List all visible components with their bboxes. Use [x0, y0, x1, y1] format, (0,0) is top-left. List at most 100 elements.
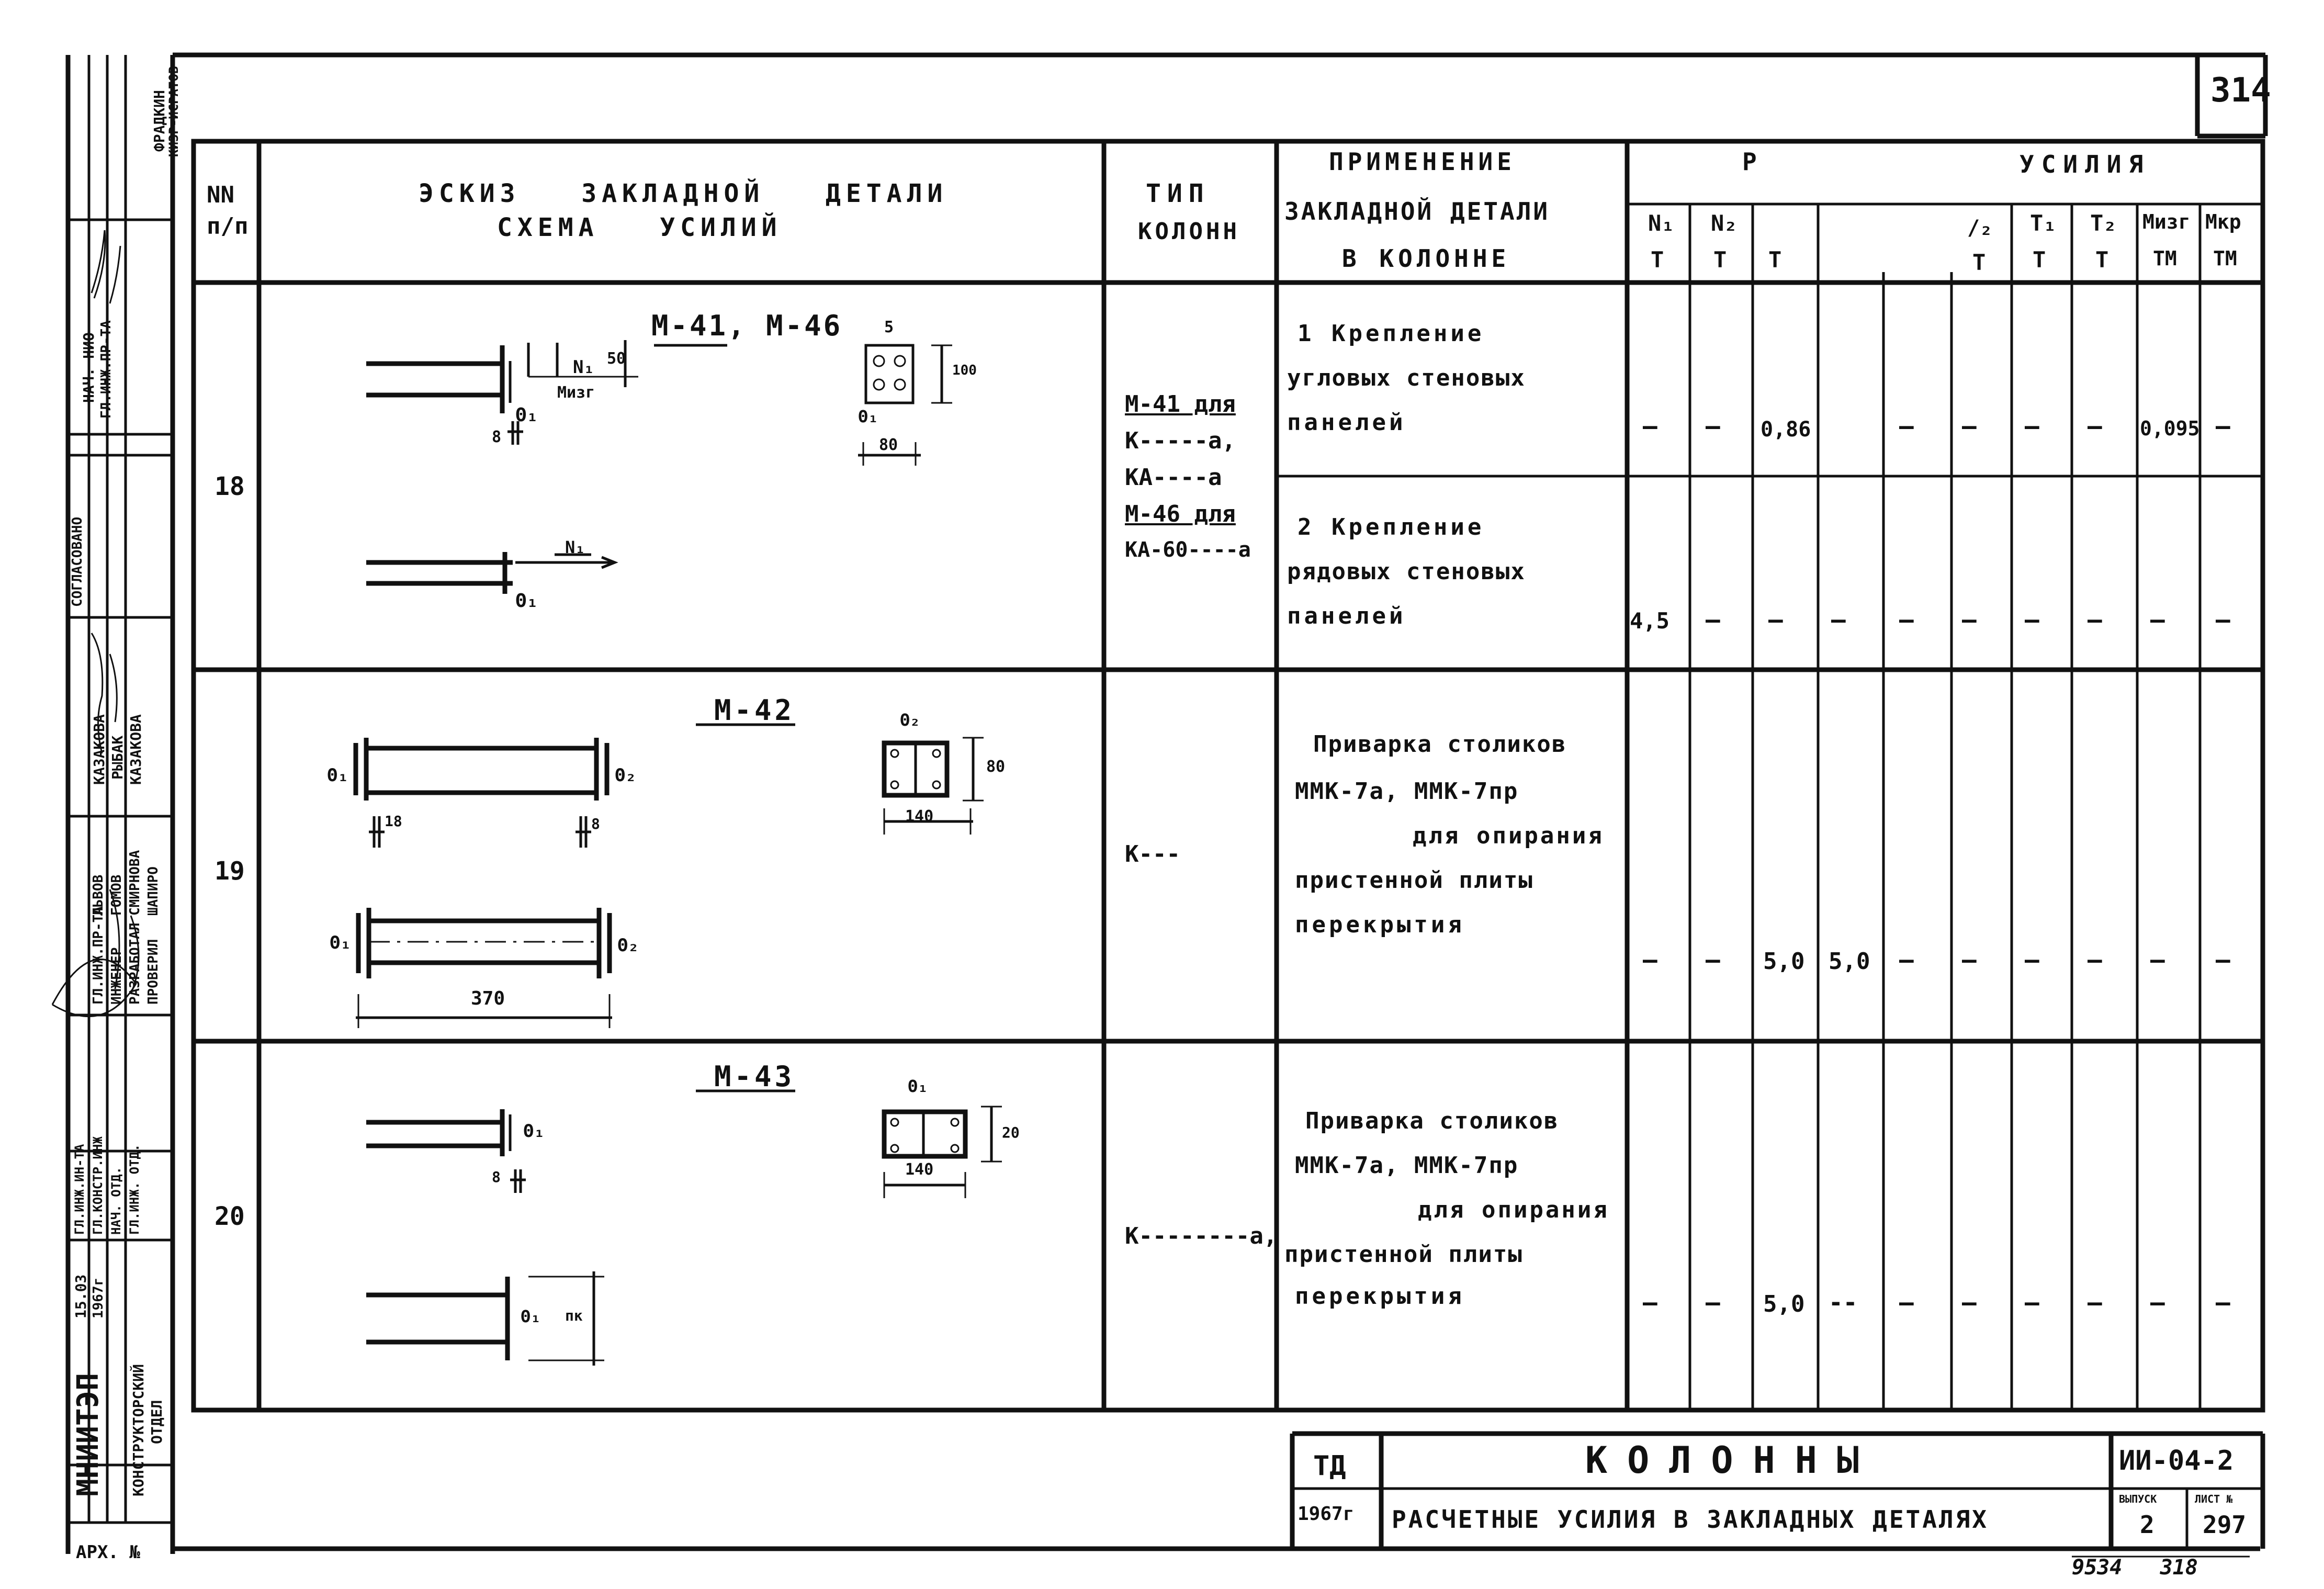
- header-sketch-1: ЭСКИЗ ЗАКЛАДНОЙ ДЕТАЛИ: [419, 179, 948, 208]
- signature-marks: [51, 230, 140, 1017]
- title-block-grid: [1290, 1431, 2265, 1549]
- sidebar-year: 1967г: [91, 1277, 106, 1318]
- r18-dim-100: 100: [952, 363, 977, 378]
- row19-app-5: перекрытия: [1295, 911, 1465, 938]
- col-n2-unit: Т: [1713, 247, 1727, 273]
- r19-theta2-c: Θ₂: [617, 935, 639, 956]
- r19-dim-370: 370: [471, 988, 505, 1009]
- r18-dim-50: 50: [607, 350, 626, 368]
- col-mkr-name: Мкр: [2205, 210, 2241, 233]
- sidebar-head-name-2: КИЗР-ИСРАТОВ: [166, 66, 181, 157]
- table-grid: [191, 139, 2265, 1413]
- row20-app-1: Приварка столиков: [1305, 1108, 1559, 1134]
- sidebar-agreed-name-1: КАЗАКОВА: [91, 714, 108, 785]
- title-subtitle: РАСЧЕТНЫЕ УСИЛИЯ В ЗАКЛАДНЫХ ДЕТАЛЯХ: [1392, 1505, 1989, 1534]
- sidebar-sign-name-1: ЛЬВОВ: [91, 874, 106, 916]
- row18a-val-5: —: [1899, 412, 1914, 440]
- r20-dim-140: 140: [905, 1160, 934, 1179]
- row18b-val-10: —: [2216, 605, 2230, 634]
- row19-num: 19: [215, 857, 245, 886]
- row20-val-5: —: [1899, 1288, 1914, 1316]
- row18a-val-11: —: [2216, 412, 2230, 440]
- row20-val-10: —: [2216, 1288, 2230, 1316]
- row19-val-9: —: [2150, 945, 2165, 974]
- sidebar-sign-role-2: ИНЖЕНЕР: [109, 947, 125, 1005]
- row18-type-3: КА----а: [1125, 464, 1222, 491]
- row18a-app-3: панелей: [1287, 409, 1406, 436]
- col-n1-name: N₁: [1648, 210, 1675, 236]
- sidebar-agreed-name-2: РЫБАК: [109, 735, 126, 780]
- title-year: 1967г: [1298, 1503, 1355, 1525]
- sketch-m42: [353, 723, 984, 1028]
- sidebar-left-role-4: ГЛ.ИНЖ. ОТД.: [127, 1144, 142, 1235]
- title-sheet: 297: [2203, 1511, 2247, 1539]
- row19-app-2: ММК-7а, ММК-7пр: [1295, 778, 1519, 805]
- row18b-app-3: панелей: [1287, 603, 1406, 629]
- col-mizg-unit: ТМ: [2153, 247, 2177, 270]
- row20-val-6: —: [1962, 1288, 1977, 1316]
- row19-val-2: —: [1706, 945, 1720, 974]
- sidebar-dept-2: ОТДЕЛ: [148, 1400, 165, 1444]
- r19-theta1-a: Θ₁: [327, 765, 348, 786]
- row19-val-8: —: [2088, 945, 2102, 974]
- col-t1-name: Т₁: [2030, 210, 2057, 236]
- row19-val-5: —: [1899, 945, 1914, 974]
- r18-dim-8: 8: [492, 428, 502, 446]
- r18-n1-b: N₁: [565, 537, 585, 557]
- row18b-val-4: —: [1831, 605, 1846, 634]
- row20-val-7: —: [2025, 1288, 2039, 1316]
- row20-val-9: —: [2150, 1288, 2165, 1316]
- row19-type-1: К---: [1125, 841, 1180, 867]
- sidebar-archive: АРХ. №: [76, 1542, 140, 1563]
- col-t2-unit: Т: [2095, 247, 2109, 273]
- row18a-val-6: —: [1962, 412, 1977, 440]
- r20-dim-20: 20: [1002, 1124, 1020, 1141]
- row18b-val-8: —: [2088, 605, 2102, 634]
- header-type-1: ТИП: [1146, 179, 1210, 208]
- sidebar-grid: [68, 55, 173, 1524]
- row18-part-label: М-41, М-46: [651, 309, 843, 342]
- header-application-3: В КОЛОННЕ: [1342, 244, 1510, 273]
- row18a-val-3: 0,86: [1761, 418, 1811, 442]
- row18b-val-2: —: [1706, 605, 1720, 634]
- row19-app-3: для опирания: [1413, 822, 1604, 849]
- col-7-name: /₂: [1967, 216, 1993, 240]
- row20-app-2: ММК-7а, ММК-7пр: [1295, 1152, 1519, 1179]
- sidebar-sign-name-2: ГОМОВ: [109, 874, 125, 916]
- row18-type-5: КА-60----а: [1125, 538, 1251, 562]
- sidebar-date: 15.03: [72, 1274, 89, 1318]
- r18-theta1-c: Θ₁: [515, 590, 538, 612]
- row19-app-1: Приварка столиков: [1313, 731, 1567, 758]
- title-issue: 2: [2140, 1511, 2154, 1539]
- r19-dim-140: 140: [905, 807, 934, 826]
- row18b-app-1: 2 Крепление: [1298, 514, 1485, 540]
- r19-theta2-b: Θ₂: [900, 710, 920, 730]
- row20-app-3: для опирания: [1418, 1197, 1609, 1223]
- header-sketch-2: СХЕМА УСИЛИЙ: [497, 213, 782, 242]
- row18a-val-10: 0,095: [2140, 417, 2200, 440]
- row20-part-label: М-43: [714, 1060, 795, 1093]
- col-7-unit: Т: [1972, 250, 1986, 275]
- sidebar-agreed-name-3: КАЗАКОВА: [127, 714, 144, 785]
- row18a-val-7: —: [2025, 412, 2039, 440]
- sheet-frame: [65, 52, 2268, 1554]
- row19-val-4: 5,0: [1829, 948, 1870, 975]
- col-3-unit: Т: [1768, 247, 1782, 273]
- row18a-val-1: —: [1643, 412, 1657, 440]
- row20-num: 20: [215, 1202, 245, 1231]
- r19-dim-8: 8: [591, 815, 600, 832]
- row19-val-7: —: [2025, 945, 2039, 974]
- sidebar-sign-role-3: РАЗРАБОТАЛ: [127, 922, 143, 1005]
- sidebar-dept-1: КОНСТРУКТОРСКИЙ: [130, 1364, 147, 1496]
- sketch-m41-m46: [366, 340, 952, 594]
- r18-theta1-b: Θ₁: [858, 407, 878, 426]
- header-num-2: п/п: [207, 213, 249, 240]
- sidebar-agreed: СОГЛАСОВАНО: [70, 516, 85, 607]
- col-t1-unit: Т: [2033, 247, 2046, 273]
- r18-theta1-a: Θ₁: [515, 404, 538, 426]
- row20-app-4: пристенной плиты: [1284, 1241, 1523, 1268]
- title-doc-number: ИИ-04-2: [2119, 1445, 2234, 1477]
- col-n1-unit: Т: [1651, 247, 1664, 273]
- header-group-efforts: УСИЛИЯ: [2020, 150, 2151, 178]
